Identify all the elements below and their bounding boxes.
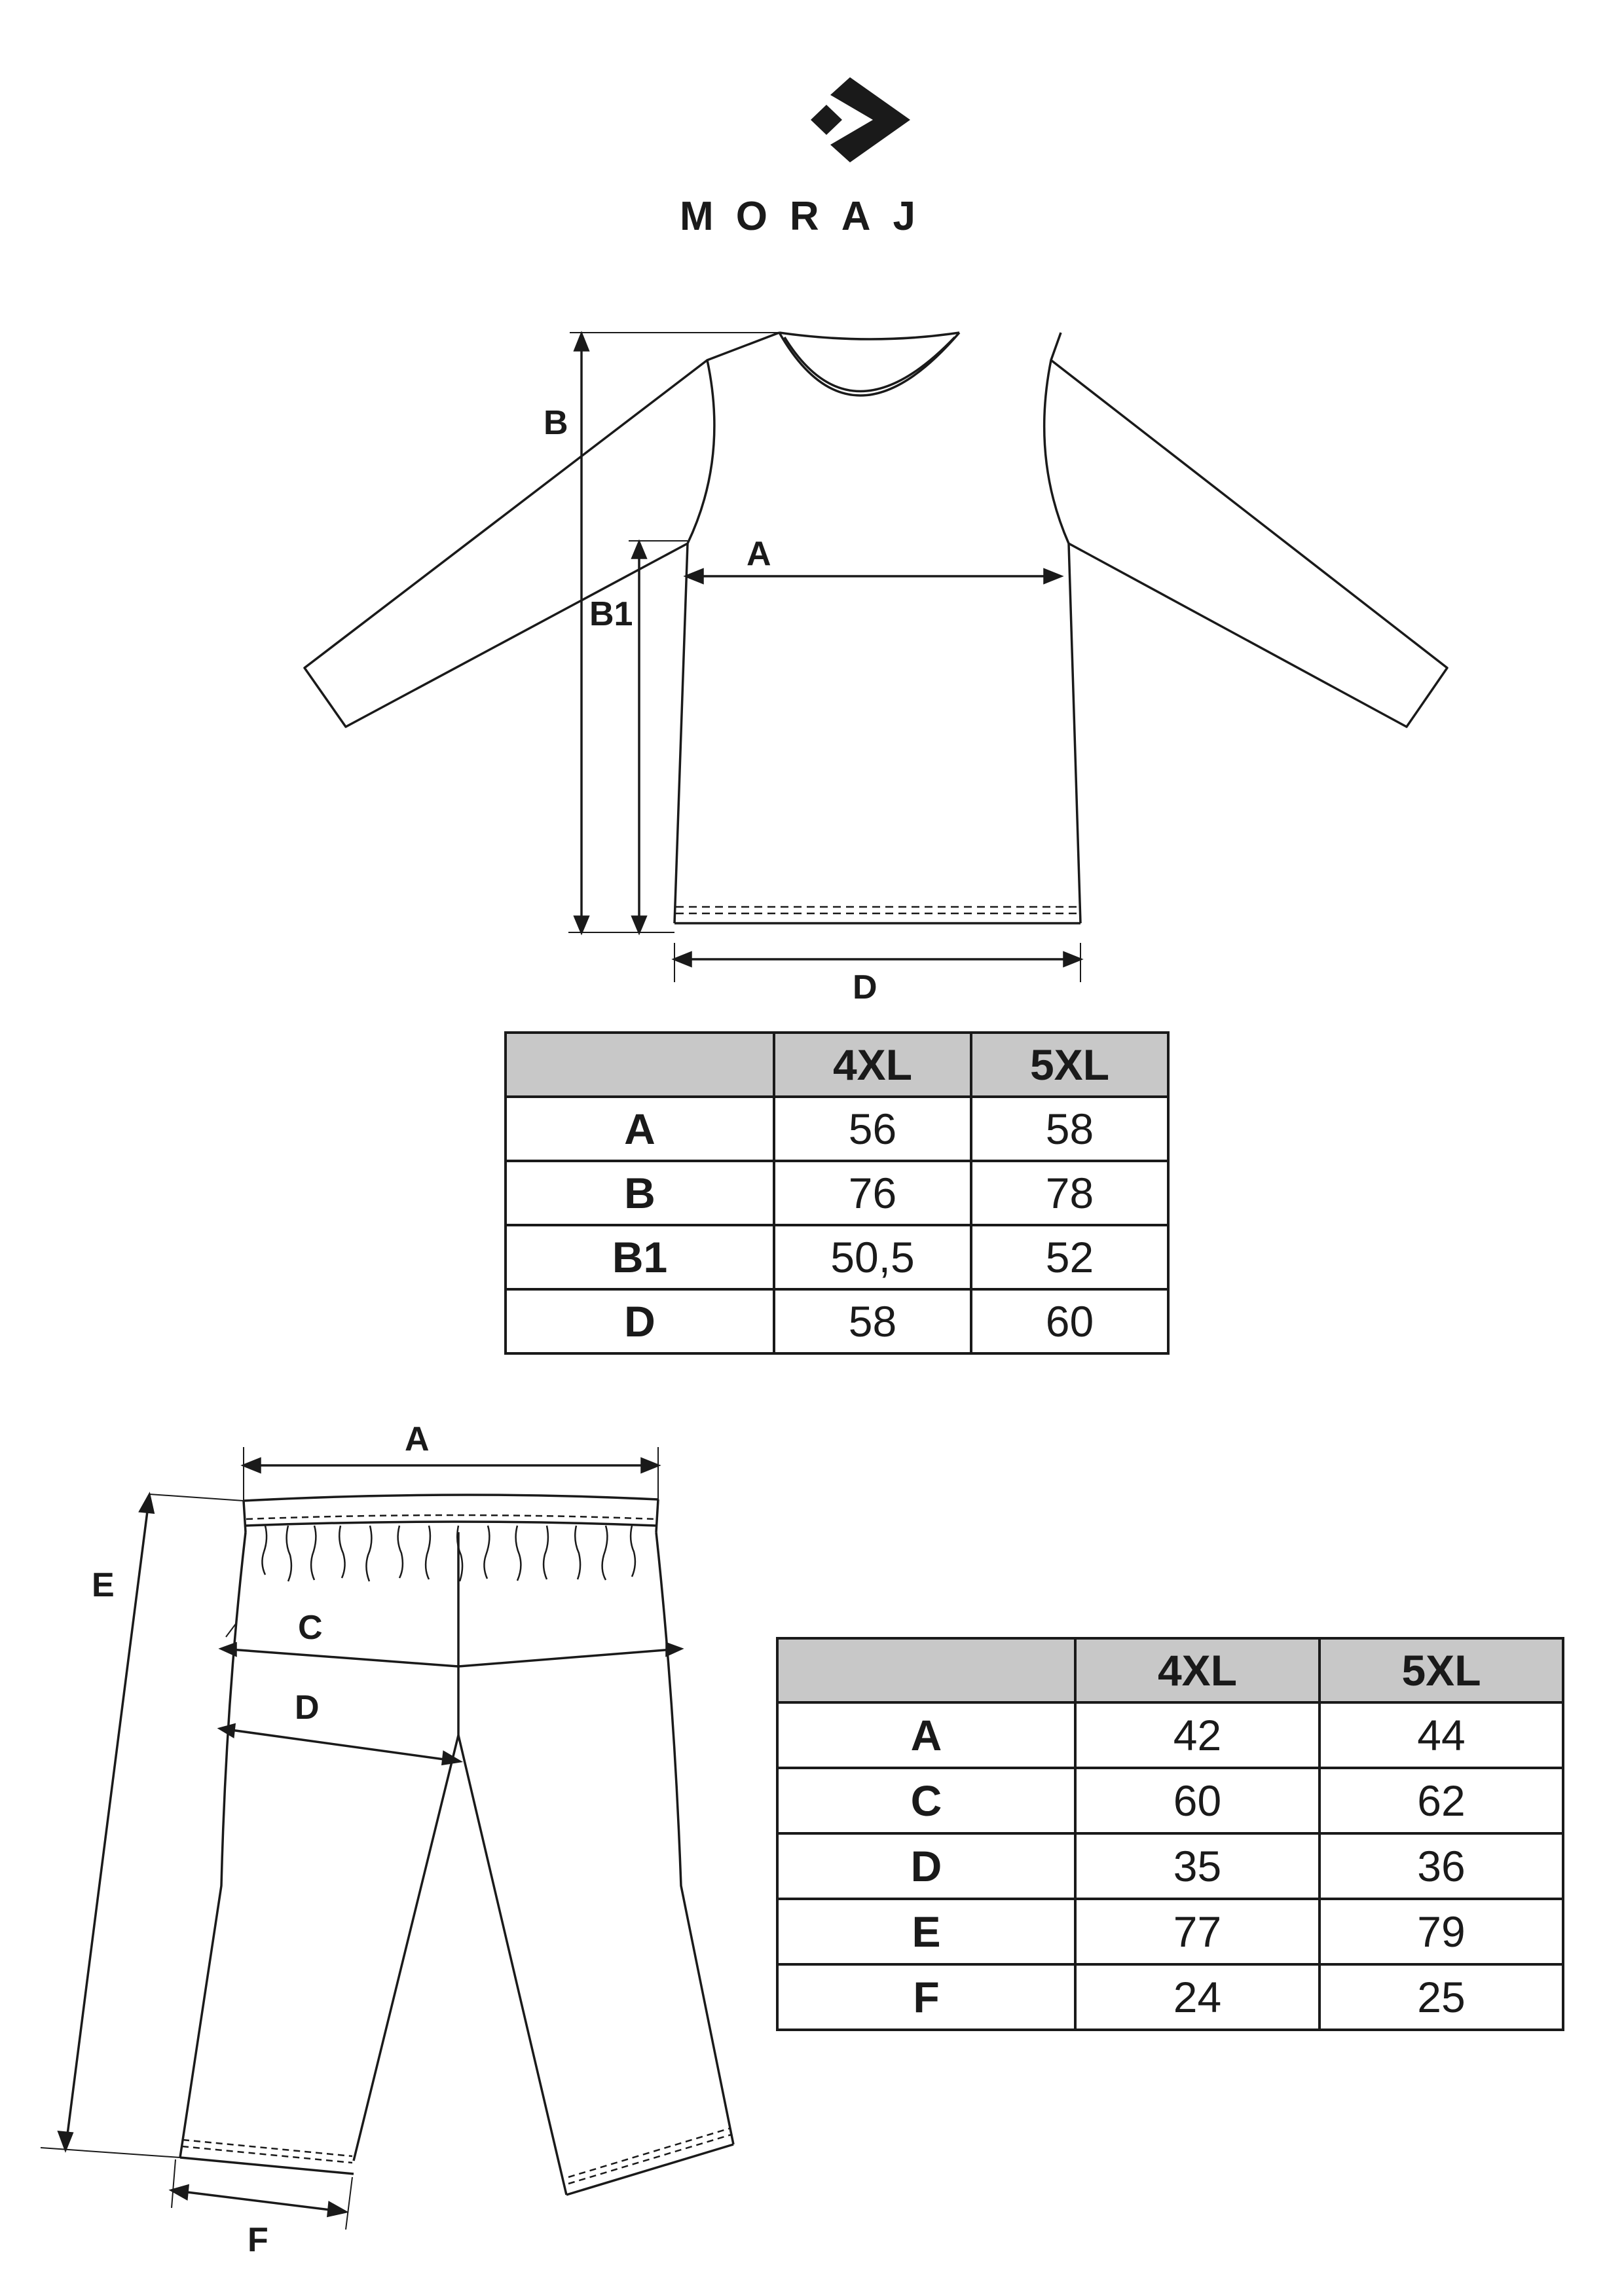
table-row: C 60 62 [776,1767,1564,1835]
cell-5xl: 79 [1318,1898,1564,1966]
cell-4xl: 76 [773,1160,972,1226]
row-label: F [776,1963,1077,2031]
brand-name: MORAJ [680,194,938,239]
pants-size-table: 4XL 5XL A 42 44 C 60 62 D 35 36 E 77 79 … [776,1637,1564,2031]
table-row: B 76 78 [504,1160,1170,1226]
cell-5xl: 58 [970,1095,1170,1162]
table-header-row: 4XL 5XL [776,1637,1564,1704]
table-header-5xl: 5XL [970,1031,1170,1098]
row-label: B1 [504,1224,775,1291]
row-label: D [504,1288,775,1355]
cell-5xl: 62 [1318,1767,1564,1835]
cell-4xl: 24 [1074,1963,1321,2031]
cell-5xl: 52 [970,1224,1170,1291]
row-label: A [776,1701,1077,1769]
table-row: D 58 60 [504,1288,1170,1355]
cell-5xl: 60 [970,1288,1170,1355]
table-header-4xl: 4XL [773,1031,972,1098]
table-header-row: 4XL 5XL [504,1031,1170,1098]
cell-4xl: 56 [773,1095,972,1162]
row-label: C [776,1767,1077,1835]
shirt-label-d: D [853,968,877,1006]
shirt-size-table: 4XL 5XL A 56 58 B 76 78 B1 50,5 52 D 58 … [504,1031,1170,1355]
row-label: E [776,1898,1077,1966]
row-label: A [504,1095,775,1162]
cell-4xl: 58 [773,1288,972,1355]
cell-5xl: 36 [1318,1832,1564,1900]
cell-4xl: 35 [1074,1832,1321,1900]
cell-5xl: 44 [1318,1701,1564,1769]
cell-5xl: 25 [1318,1963,1564,2031]
pants-label-d: D [295,1689,320,1727]
table-row: A 42 44 [776,1701,1564,1769]
pants-label-f: F [248,2221,268,2259]
table-row: F 24 25 [776,1963,1564,2031]
cell-4xl: 60 [1074,1767,1321,1835]
table-row: A 56 58 [504,1095,1170,1162]
cell-4xl: 50,5 [773,1224,972,1291]
pants-label-c: C [298,1609,323,1647]
row-label: D [776,1832,1077,1900]
table-header-empty [504,1031,775,1098]
shirt-label-b: B [544,404,568,442]
table-row: E 77 79 [776,1898,1564,1966]
table-header-empty [776,1637,1077,1704]
cell-4xl: 42 [1074,1701,1321,1769]
table-row: D 35 36 [776,1832,1564,1900]
shirt-label-b1: B1 [589,595,633,633]
table-header-4xl: 4XL [1074,1637,1321,1704]
pants-label-e: E [92,1566,115,1604]
table-header-5xl: 5XL [1318,1637,1564,1704]
cell-4xl: 77 [1074,1898,1321,1966]
row-label: B [504,1160,775,1226]
table-row: B1 50,5 52 [504,1224,1170,1291]
pants-label-a: A [405,1420,430,1458]
cell-5xl: 78 [970,1160,1170,1226]
shirt-label-a: A [747,535,771,573]
